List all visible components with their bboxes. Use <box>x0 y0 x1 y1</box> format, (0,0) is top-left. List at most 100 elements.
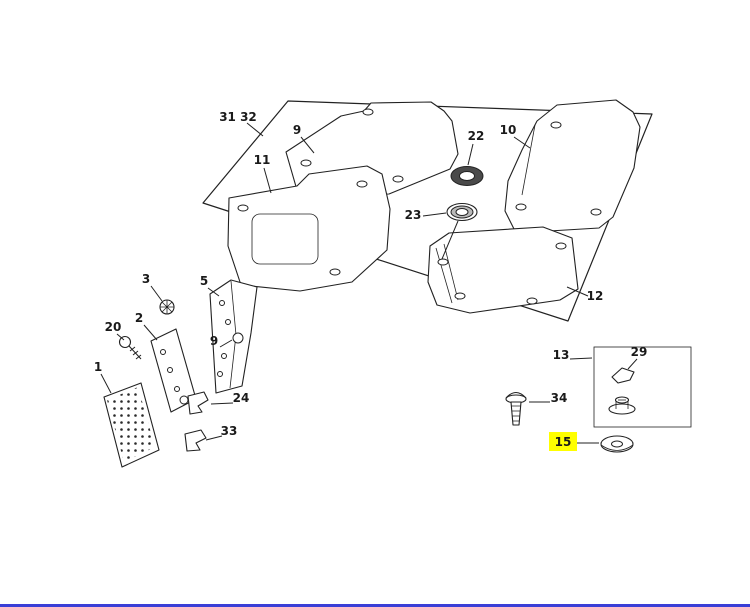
mat-hole <box>555 242 567 250</box>
grommet-22-inner <box>459 171 475 181</box>
mat-hole <box>392 175 404 183</box>
callout-23[interactable]: 23 <box>405 208 422 222</box>
callout-20[interactable]: 20 <box>105 320 122 334</box>
callout-31-32[interactable]: 31 32 <box>219 110 257 124</box>
washer-15 <box>600 435 634 453</box>
callout-13[interactable]: 13 <box>553 348 570 362</box>
mat-10 <box>504 99 641 234</box>
leader-23 <box>422 212 447 217</box>
screw-34-shaft <box>510 401 522 426</box>
clip-24 <box>187 391 209 415</box>
callout-29[interactable]: 29 <box>631 345 648 359</box>
bracket-hole <box>221 353 227 359</box>
grommet-3-knurl <box>160 300 174 314</box>
callout-15-highlighted[interactable]: 15 <box>549 432 577 451</box>
mat-11 <box>227 165 391 292</box>
bracket-hole <box>217 371 223 377</box>
leader-3 <box>150 285 163 302</box>
leader-24 <box>210 402 234 405</box>
washer-15-rim <box>600 444 634 451</box>
mat-hole <box>550 121 562 129</box>
leader-2 <box>143 324 158 341</box>
mat-11-shape <box>227 165 391 292</box>
mat-hole <box>356 180 368 188</box>
leader-10 <box>513 136 531 149</box>
detail-box-13 <box>593 346 692 428</box>
detail-box-13-frame <box>593 346 692 428</box>
mat-hole <box>329 268 341 276</box>
leader-22 <box>467 143 474 166</box>
callout-22[interactable]: 22 <box>468 129 485 143</box>
clip-33-shape <box>184 429 207 452</box>
callout-9-mat[interactable]: 9 <box>293 123 301 137</box>
grommet-23-to-mat-line <box>441 220 459 260</box>
leader-5 <box>207 287 220 297</box>
bolt-20-head <box>118 335 132 349</box>
pedal-pad-texture <box>107 387 155 462</box>
mat-12-crease <box>435 247 453 304</box>
screw-34 <box>505 391 527 426</box>
clip-24-shape <box>187 391 209 415</box>
bracket-hole <box>160 349 166 355</box>
mat-12-crease <box>443 243 459 301</box>
mat-12 <box>427 226 579 314</box>
callout-34[interactable]: 34 <box>551 391 568 405</box>
grommet-22 <box>450 166 484 186</box>
screw-34-ridges <box>511 405 521 422</box>
leader-lines <box>100 122 638 444</box>
clip-33 <box>184 429 207 452</box>
callout-10[interactable]: 10 <box>500 123 517 137</box>
leader-1 <box>100 373 112 394</box>
callout-33[interactable]: 33 <box>221 424 238 438</box>
leader-20 <box>116 333 125 341</box>
leader-29 <box>627 358 638 370</box>
grommet-3 <box>159 299 175 315</box>
mat-hole <box>437 258 449 266</box>
mat-10-shape <box>504 99 641 234</box>
mat-hole <box>454 292 466 300</box>
mat-12-shape <box>427 226 579 314</box>
clip-29-shape <box>611 367 635 384</box>
grommet-23-inner <box>455 208 469 216</box>
leader-9-bracket <box>219 339 233 348</box>
bracket-hole <box>174 386 180 392</box>
mat-10-crease <box>521 124 536 196</box>
bracket-hole <box>179 395 189 405</box>
footer-divider <box>0 604 750 607</box>
pedal-pad-1 <box>103 382 160 468</box>
bracket-5-big-hole <box>232 332 244 344</box>
leader-33 <box>205 435 223 441</box>
callout-15-highlight-box <box>549 432 577 451</box>
bolt-20 <box>118 335 142 360</box>
callout-5[interactable]: 5 <box>200 274 208 288</box>
mat-hole <box>590 208 602 216</box>
mat-hole <box>362 108 374 116</box>
mat-hole <box>237 204 249 212</box>
bracket-hole <box>167 367 173 373</box>
leader-11 <box>263 167 272 194</box>
washer-15-inner <box>611 440 623 448</box>
leader-12 <box>566 286 589 297</box>
leader-9-mat <box>300 136 315 154</box>
callout-9-bracket[interactable]: 9 <box>210 334 218 348</box>
leader-13 <box>569 357 593 360</box>
bolt-20-threads <box>129 346 142 360</box>
grommet-23 <box>441 202 478 260</box>
callout-labels: 31 32 9 22 10 11 23 12 3 5 2 20 9 1 24 3… <box>94 110 648 451</box>
callout-3[interactable]: 3 <box>142 272 150 286</box>
mat-11-heel-pad <box>251 213 319 265</box>
callout-12[interactable]: 12 <box>587 289 604 303</box>
bracket-5 <box>209 279 258 394</box>
nut-flange <box>608 403 636 415</box>
mat-hole <box>515 203 527 211</box>
bracket-hole <box>225 319 231 325</box>
mat-hole <box>300 159 312 167</box>
callout-24[interactable]: 24 <box>233 391 250 405</box>
callout-2[interactable]: 2 <box>135 311 143 325</box>
callout-11[interactable]: 11 <box>254 153 271 167</box>
callout-15[interactable]: 15 <box>555 435 572 449</box>
mat-hole <box>526 297 538 305</box>
callout-1[interactable]: 1 <box>94 360 102 374</box>
